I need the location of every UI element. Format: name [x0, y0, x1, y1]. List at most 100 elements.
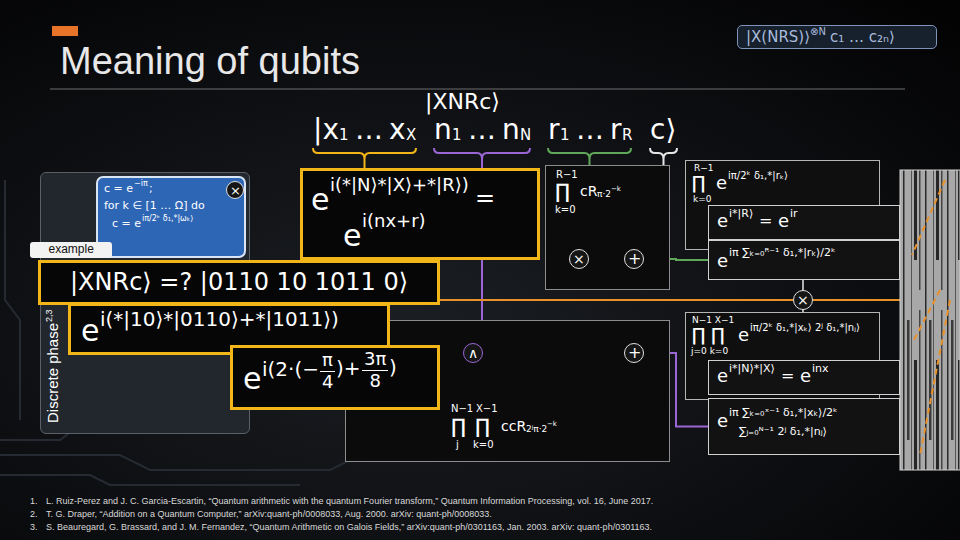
formula-text: R−1	[556, 169, 578, 181]
qubit-label: X	[406, 127, 416, 144]
qubit-label: n	[434, 114, 452, 146]
formula-text: −k	[611, 185, 621, 193]
formula-text: −k	[547, 420, 557, 428]
formula-text: +	[628, 251, 641, 267]
wire	[440, 299, 793, 301]
formula-text: e	[343, 219, 361, 254]
formula-text: e	[716, 173, 727, 194]
qubit-label: …	[355, 114, 383, 146]
qubit-label: x	[389, 114, 406, 146]
formula-text: π	[320, 350, 335, 372]
circuit-block: R−1∏k=0cRπ·2−k×+	[545, 165, 670, 290]
qubit-label: r	[610, 114, 622, 146]
formula-text: k=0	[693, 194, 711, 204]
formula-text: iπ/2ᵏ δ₁,*|ωₖ⟩	[142, 214, 193, 223]
formula-text: i(*|N⟩*|X⟩+*|R⟩)	[330, 175, 469, 196]
formula-text: =	[759, 212, 772, 230]
qubit-label: r	[548, 114, 560, 146]
formula-text: j=0 k=0	[691, 346, 728, 356]
state-box: |X(NRS)⟩⊗N c₁ … c₂ₙ⟩	[737, 25, 937, 49]
accent-bar	[52, 26, 78, 36]
formula-text: ×	[573, 252, 585, 266]
formula-text: i*|N⟩*|X⟩	[729, 363, 775, 376]
sum-box: eiπ ∑ₖ₌₀ˣ⁻¹ δ₁,*|xₖ⟩/2ᵏ ∑ⱼ₌₀ᴺ⁻¹ 2ʲ δ₁,*|n…	[708, 398, 900, 455]
reference-number: 3.	[30, 522, 38, 532]
qubit-label: N	[520, 127, 531, 144]
reference-text: T. G. Draper, “Addition on a Quantum Com…	[46, 509, 492, 519]
formula-text: π·2	[597, 189, 611, 199]
output-strip	[900, 170, 960, 470]
formula-text: )	[389, 356, 397, 379]
formula-text: e	[717, 366, 728, 387]
qubit-label: 1	[452, 127, 462, 144]
wire	[813, 299, 900, 301]
formula-text: ×	[230, 184, 241, 197]
brace	[313, 148, 416, 159]
qubit-label: …	[576, 114, 604, 146]
formula-text: N−1	[451, 403, 473, 415]
formula-text: −iπ	[134, 179, 148, 188]
slide-title: Meaning of qubits	[60, 40, 360, 84]
formula-text: ∏	[692, 173, 706, 194]
formula-text: for k ∈ [1 … Ω] do	[104, 200, 205, 213]
formula-box: ei(*|N⟩*|X⟩+*|R⟩)=ei(nx+r)	[300, 168, 540, 260]
reference-number: 1.	[30, 496, 38, 506]
formula-text: N−1 X−1	[692, 315, 734, 325]
formula-text: ccR	[501, 418, 526, 434]
sum-box: eiπ ∑ₖ₌₀ᴿ⁻¹ δ₁,*|rₖ⟩/2ᵏ	[708, 240, 900, 280]
wire	[364, 159, 366, 168]
formula-text: =	[475, 185, 495, 213]
formula-text: )+	[336, 357, 361, 380]
formula-text: k=0	[473, 439, 494, 451]
formula-text: ∑ⱼ₌₀ᴺ⁻¹ 2ʲ δ₁,*|nⱼ⟩	[739, 426, 827, 439]
formula-text: inx	[812, 363, 829, 376]
formula-text: Discrete phase	[44, 323, 61, 423]
multiply-symbol: ×	[569, 249, 589, 269]
formula-text: ∏ ∏	[692, 325, 725, 346]
formula-text: iπ/2ᵏ δ₁,*|xₖ⟩ 2ʲ δ₁,*|nⱼ⟩	[750, 322, 860, 334]
formula-text: +	[628, 345, 641, 361]
qubit-label: n	[502, 114, 520, 146]
formula-text: e	[311, 183, 329, 218]
formula-text: k=0	[555, 204, 576, 216]
formula-text: ⊗N	[810, 26, 826, 38]
register-label: |XNRc⟩	[425, 89, 500, 114]
add-symbol: +	[624, 343, 644, 363]
formula-text: X−1	[476, 403, 498, 415]
formula-text: iπ ∑ₖ₌₀ˣ⁻¹ δ₁,*|xₖ⟩/2ᵏ	[729, 407, 838, 420]
formula-text: |XNRc⟩ =? |0110 10 1011 0⟩	[70, 269, 408, 297]
formula-text: e	[81, 314, 99, 349]
example-value: ei(2·(−π4)+3π8)	[230, 345, 440, 410]
add-symbol: +	[624, 249, 644, 269]
example-tag: example	[30, 242, 112, 258]
identity-box: ei*|R⟩=eir	[708, 205, 900, 240]
reference-text: S. Beauregard, G. Brassard, and J. M. Fe…	[46, 522, 652, 532]
formula-text: e	[717, 411, 728, 432]
formula-text: 8	[370, 371, 381, 392]
multiply-symbol: ×	[793, 290, 813, 310]
qubit-label: …	[468, 114, 496, 146]
formula-text: c₁ … c₂ₙ⟩	[830, 29, 895, 46]
formula-text: iπ/2ᵏ δ₁,*|rₖ⟩	[728, 170, 788, 182]
brace	[434, 148, 530, 159]
multiply-symbol: ×	[226, 181, 244, 199]
and-symbol: ∧	[463, 343, 483, 363]
formula-text: R−1	[694, 163, 714, 173]
formula-text: e	[800, 366, 811, 387]
formula-text: c = e	[112, 218, 141, 231]
formula-text: i(2·(−	[262, 358, 319, 381]
formula-text: 2,3	[44, 309, 54, 322]
formula-text: |X(NRS)⟩	[746, 29, 810, 46]
formula-text: c = e	[104, 183, 133, 196]
brace	[650, 148, 677, 159]
formula-text: e	[778, 211, 789, 232]
leader-lines	[912, 180, 950, 455]
qubit-label: 1	[339, 127, 349, 144]
reference-text: L. Ruiz-Perez and J. C. Garcia-Escartin,…	[46, 496, 653, 506]
qubit-label: R	[622, 127, 632, 144]
formula-text: e	[243, 362, 261, 397]
formula-text: i(*|10⟩*|0110⟩+*|1011⟩)	[100, 308, 339, 331]
formula-text: e	[717, 251, 728, 272]
formula-text: j	[456, 439, 459, 451]
